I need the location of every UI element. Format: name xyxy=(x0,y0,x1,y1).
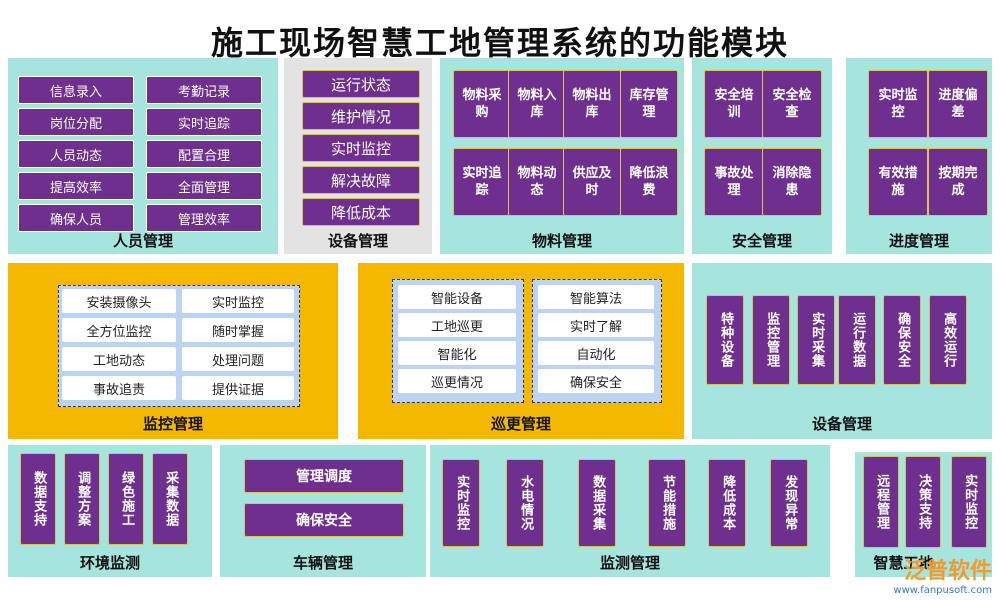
item-maintenance[interactable]: 维护情况 xyxy=(302,102,420,130)
item-keep-informed[interactable]: 随时掌握 xyxy=(182,318,294,342)
panel-label: 人员管理 xyxy=(112,232,173,250)
item-realtime-track[interactable]: 实时追踪 xyxy=(146,108,262,136)
item-realtime-monitor[interactable]: 实时监控 xyxy=(442,459,480,547)
item-patrol-status[interactable]: 巡更情况 xyxy=(398,369,516,393)
item-accident-accountability[interactable]: 事故追责 xyxy=(62,376,176,400)
item-energy-saving[interactable]: 节能措施 xyxy=(648,459,686,547)
item-eliminate-hazard[interactable]: 消除隐患 xyxy=(762,148,822,216)
panel-label: 进度管理 xyxy=(888,232,949,250)
panel-equipment-1: 运行状态 维护情况 实时监控 解决故障 降低成本 设备管理 xyxy=(284,58,432,254)
item-special-equipment[interactable]: 特种设备 xyxy=(706,295,744,385)
watermark: 泛普软件 www.fanpusoft.com xyxy=(893,553,992,596)
item-realtime-collect[interactable]: 实时采集 xyxy=(797,295,835,385)
item-effective-measures[interactable]: 有效措施 xyxy=(868,148,928,216)
panel-label: 设备管理 xyxy=(811,415,872,433)
item-collect-data[interactable]: 采集数据 xyxy=(152,453,188,545)
panel-smart-site: 远程管理 决策支持 实时监控 智慧工地 xyxy=(855,452,992,577)
item-post-assign[interactable]: 岗位分配 xyxy=(18,108,134,136)
item-accident-handling[interactable]: 事故处理 xyxy=(704,148,764,216)
panel-label: 智慧工地 xyxy=(873,554,934,572)
item-provide-evidence[interactable]: 提供证据 xyxy=(182,376,294,400)
panel-label: 车辆管理 xyxy=(292,554,353,572)
panel-label: 设备管理 xyxy=(327,232,388,250)
item-safety-training[interactable]: 安全培训 xyxy=(704,70,764,138)
item-install-camera[interactable]: 安装摄像头 xyxy=(62,289,176,313)
panel-materials: 物料采购 物料入库 物料出库 库存管理 实时追踪 物料动态 供应及时 降低浪费 … xyxy=(440,58,684,254)
item-improve-efficiency[interactable]: 提高效率 xyxy=(18,172,134,200)
item-ensure-safety[interactable]: 确保安全 xyxy=(538,369,654,393)
item-adjust-plan[interactable]: 调整方案 xyxy=(64,453,100,545)
watermark-url: www.fanpusoft.com xyxy=(893,585,992,596)
item-management-efficiency[interactable]: 管理效率 xyxy=(146,204,262,232)
item-info-entry[interactable]: 信息录入 xyxy=(18,76,134,104)
item-water-power[interactable]: 水电情况 xyxy=(506,459,544,547)
item-fix-fault[interactable]: 解决故障 xyxy=(302,166,420,194)
item-inventory[interactable]: 库存管理 xyxy=(620,70,678,138)
item-realtime-understand[interactable]: 实时了解 xyxy=(538,313,654,337)
item-detect-anomaly[interactable]: 发现异常 xyxy=(770,459,808,547)
item-realtime-monitor[interactable]: 实时监控 xyxy=(182,289,294,313)
item-site-patrol[interactable]: 工地巡更 xyxy=(398,313,516,337)
item-progress-deviation[interactable]: 进度偏差 xyxy=(928,70,988,138)
item-ensure-staff[interactable]: 确保人员 xyxy=(18,204,134,232)
item-decision-support[interactable]: 决策支持 xyxy=(905,456,941,548)
item-green-construction[interactable]: 绿色施工 xyxy=(108,453,144,545)
item-monitor-management[interactable]: 监控管理 xyxy=(752,295,790,385)
panel-label: 监控管理 xyxy=(142,415,203,433)
panel-equipment-2: 特种设备 监控管理 实时采集 运行数据 确保安全 高效运行 设备管理 xyxy=(692,263,992,439)
item-reduce-waste[interactable]: 降低浪费 xyxy=(620,148,678,216)
panel-monitoring: 安装摄像头 实时监控 全方位监控 随时掌握 工地动态 处理问题 事故追责 提供证… xyxy=(8,263,338,439)
item-dispatch[interactable]: 管理调度 xyxy=(244,459,404,493)
panel-safety: 安全培训 安全检查 事故处理 消除隐患 安全管理 xyxy=(692,58,832,254)
item-ensure-safety[interactable]: 确保安全 xyxy=(883,295,921,385)
item-all-round-monitor[interactable]: 全方位监控 xyxy=(62,318,176,342)
item-ensure-safety[interactable]: 确保安全 xyxy=(244,503,404,537)
item-run-status[interactable]: 运行状态 xyxy=(302,70,420,98)
panel-label: 安全管理 xyxy=(731,232,792,250)
item-run-data[interactable]: 运行数据 xyxy=(838,295,876,385)
panel-label: 监测管理 xyxy=(599,554,660,572)
item-realtime-monitor[interactable]: 实时监控 xyxy=(302,134,420,162)
item-reasonable-config[interactable]: 配置合理 xyxy=(146,140,262,168)
item-staff-dynamics[interactable]: 人员动态 xyxy=(18,140,134,168)
panel-label: 环境监测 xyxy=(79,554,140,572)
item-reduce-cost[interactable]: 降低成本 xyxy=(708,459,746,547)
item-intelligent[interactable]: 智能化 xyxy=(398,341,516,365)
panel-progress: 实时监控 进度偏差 有效措施 按期完成 进度管理 xyxy=(846,58,992,254)
item-material-inbound[interactable]: 物料入库 xyxy=(508,70,566,138)
item-remote-management[interactable]: 远程管理 xyxy=(863,456,899,548)
panel-monitor-2: 实时监控 水电情况 数据采集 节能措施 降低成本 发现异常 监测管理 xyxy=(430,445,830,577)
item-full-management[interactable]: 全面管理 xyxy=(146,172,262,200)
item-material-dynamics[interactable]: 物料动态 xyxy=(508,148,566,216)
panel-label: 物料管理 xyxy=(531,232,592,250)
item-reduce-cost[interactable]: 降低成本 xyxy=(302,198,420,226)
item-realtime-monitor[interactable]: 实时监控 xyxy=(868,70,928,138)
item-attendance[interactable]: 考勤记录 xyxy=(146,76,262,104)
item-realtime-monitor[interactable]: 实时监控 xyxy=(951,456,987,548)
item-efficient-operation[interactable]: 高效运行 xyxy=(929,295,967,385)
item-smart-algorithm[interactable]: 智能算法 xyxy=(538,285,654,309)
item-data-collection[interactable]: 数据采集 xyxy=(578,459,616,547)
panel-personnel: 信息录入 考勤记录 岗位分配 实时追踪 人员动态 配置合理 提高效率 全面管理 … xyxy=(8,58,278,254)
item-handle-issues[interactable]: 处理问题 xyxy=(182,347,294,371)
item-site-dynamics[interactable]: 工地动态 xyxy=(62,347,176,371)
page-title: 施工现场智慧工地管理系统的功能模块 xyxy=(210,24,789,62)
panel-environment: 数据支持 调整方案 绿色施工 采集数据 环境监测 xyxy=(8,445,212,577)
item-material-purchase[interactable]: 物料采购 xyxy=(453,70,511,138)
panel-patrol: 智能设备 工地巡更 智能化 巡更情况 智能算法 实时了解 自动化 确保安全 巡更… xyxy=(358,263,684,439)
panel-vehicle: 管理调度 确保安全 车辆管理 xyxy=(220,445,426,577)
panel-label: 巡更管理 xyxy=(490,415,551,433)
watermark-logo-text: 泛普软件 xyxy=(903,559,992,584)
item-on-schedule[interactable]: 按期完成 xyxy=(928,148,988,216)
item-material-outbound[interactable]: 物料出库 xyxy=(563,70,621,138)
item-data-support[interactable]: 数据支持 xyxy=(20,453,56,545)
item-realtime-track[interactable]: 实时追踪 xyxy=(453,148,511,216)
item-timely-supply[interactable]: 供应及时 xyxy=(563,148,621,216)
item-safety-inspection[interactable]: 安全检查 xyxy=(762,70,822,138)
item-automation[interactable]: 自动化 xyxy=(538,341,654,365)
item-smart-device[interactable]: 智能设备 xyxy=(398,285,516,309)
